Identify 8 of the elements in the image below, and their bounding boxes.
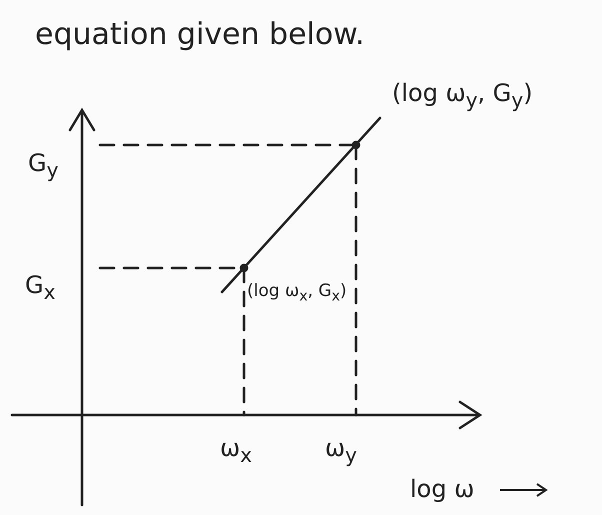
point-label: (log ω$_{x}$, G$_{x}$)	[247, 282, 347, 305]
axis-label: G$_{y}$	[28, 150, 58, 181]
axis-label: log ω	[410, 476, 474, 502]
axis-label: ω$_{y}$	[325, 435, 357, 466]
axis-label: ω$_{x}$	[220, 435, 252, 466]
axis-label: G$_{x}$	[25, 272, 56, 303]
point-label: (log ω$_{y}$, G$_{y}$)	[392, 80, 533, 111]
note-text: equation given below.	[35, 18, 365, 51]
